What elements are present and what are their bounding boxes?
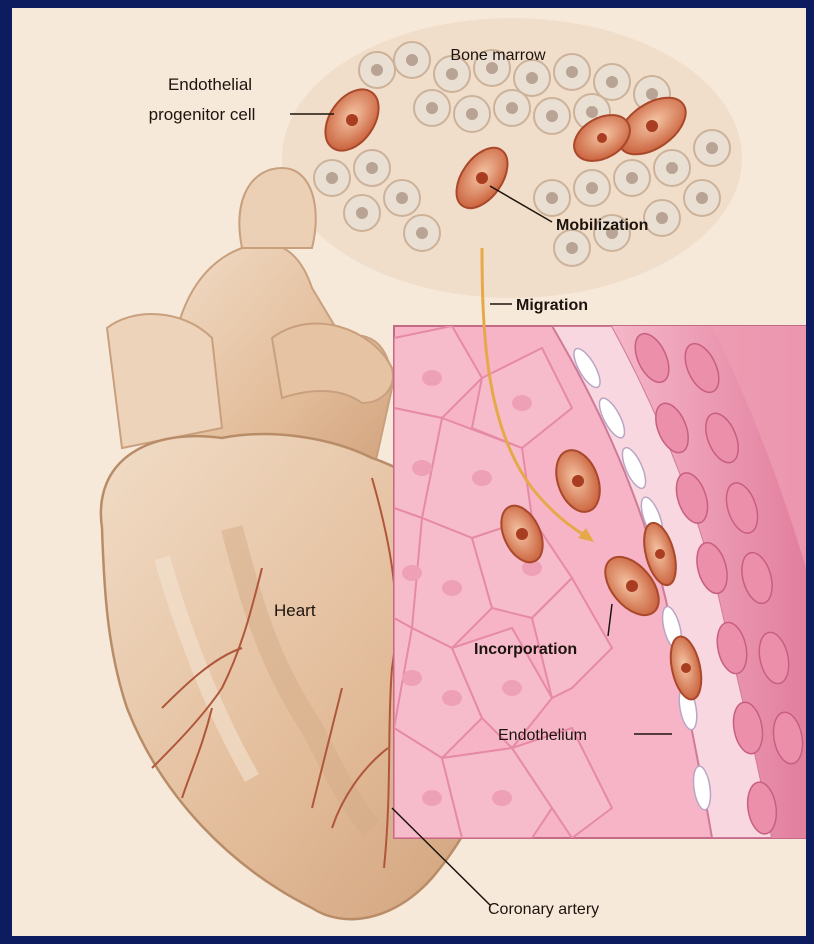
heart-label: Heart <box>274 601 316 620</box>
epc-label-line2: progenitor cell <box>149 105 256 124</box>
migration-label: Migration <box>516 297 588 314</box>
incorporation-label: Incorporation <box>474 641 577 658</box>
coronary-artery-label: Coronary artery <box>488 901 599 918</box>
vessel-inset <box>394 326 806 838</box>
diagram-svg: Bone marrow Endothelial progenitor cell … <box>12 8 806 936</box>
bone-marrow-label: Bone marrow <box>450 47 546 64</box>
endothelium-label: Endothelium <box>498 727 587 744</box>
mobilization-label: Mobilization <box>556 217 648 234</box>
epc-label-line1: Endothelial <box>168 75 252 94</box>
illustration: Bone marrow Endothelial progenitor cell … <box>12 8 806 936</box>
